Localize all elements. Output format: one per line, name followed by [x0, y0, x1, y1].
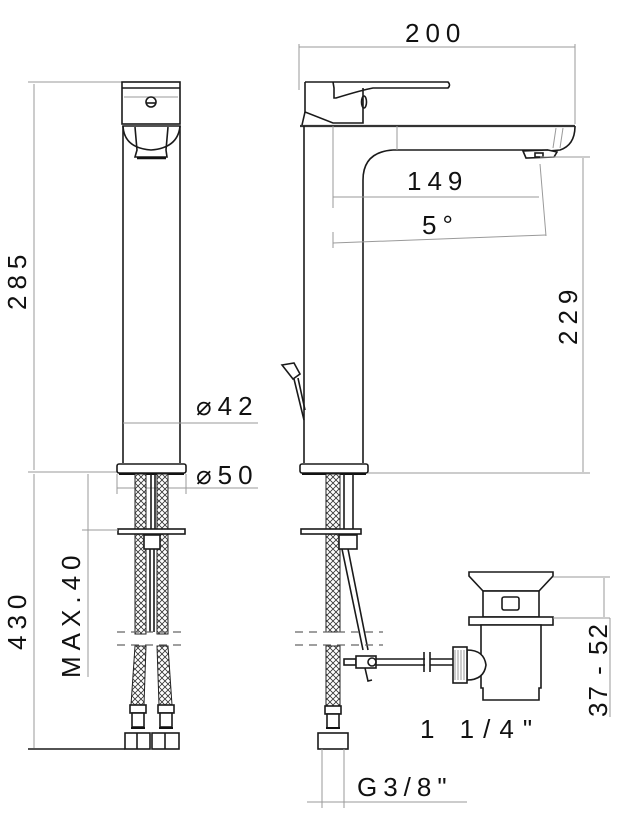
aerator-front: [122, 125, 181, 151]
base-side: [299, 463, 369, 474]
hose-ferrule-left: [129, 704, 147, 714]
fixing-plate-side: [300, 528, 362, 535]
dim-430-label: 430: [2, 589, 32, 650]
dim-5deg-label: 5°: [422, 210, 459, 240]
dim-149-label: 149: [407, 166, 468, 196]
dim-5deg-line: [332, 234, 547, 244]
fixing-nut: [143, 534, 161, 550]
waste-slot: [501, 596, 520, 611]
hose-right: [156, 473, 169, 635]
dim-50-label: ⌀50: [196, 460, 259, 490]
waste-body: [480, 624, 542, 701]
hose-left: [134, 473, 147, 635]
base-front: [116, 463, 187, 474]
spout-inner-curve: [362, 149, 394, 463]
dim-g38-label: G3/8": [357, 772, 453, 802]
waste-flange: [468, 571, 554, 592]
dim-200-label: 200: [405, 18, 466, 48]
dim-42-label: ⌀42: [196, 391, 259, 421]
side-view: 200 149 5° 229: [280, 18, 590, 808]
hose-side: [325, 473, 341, 633]
hose-ferrule-right: [157, 704, 175, 714]
waste-size-label: 1 1/4": [420, 714, 541, 744]
handle-screw: [145, 96, 157, 108]
waste-ring: [468, 616, 554, 626]
spout-tip: [547, 125, 576, 152]
waste-assembly: 37 - 52 1 1/4": [420, 571, 613, 744]
dim-229-label: 229: [553, 284, 583, 345]
dim-285-label: 285: [2, 249, 32, 310]
lever-handle: [304, 81, 451, 124]
front-view: 285 ⌀42 ⌀50: [2, 81, 259, 750]
dim-37-52-label: 37 - 52: [583, 622, 613, 717]
dim-max40-label: MAX.40: [56, 550, 86, 679]
aerator-side: [521, 149, 559, 159]
fixing-plate: [117, 528, 186, 535]
hose-nut-side: [317, 732, 349, 750]
popup-knob: [280, 362, 302, 381]
